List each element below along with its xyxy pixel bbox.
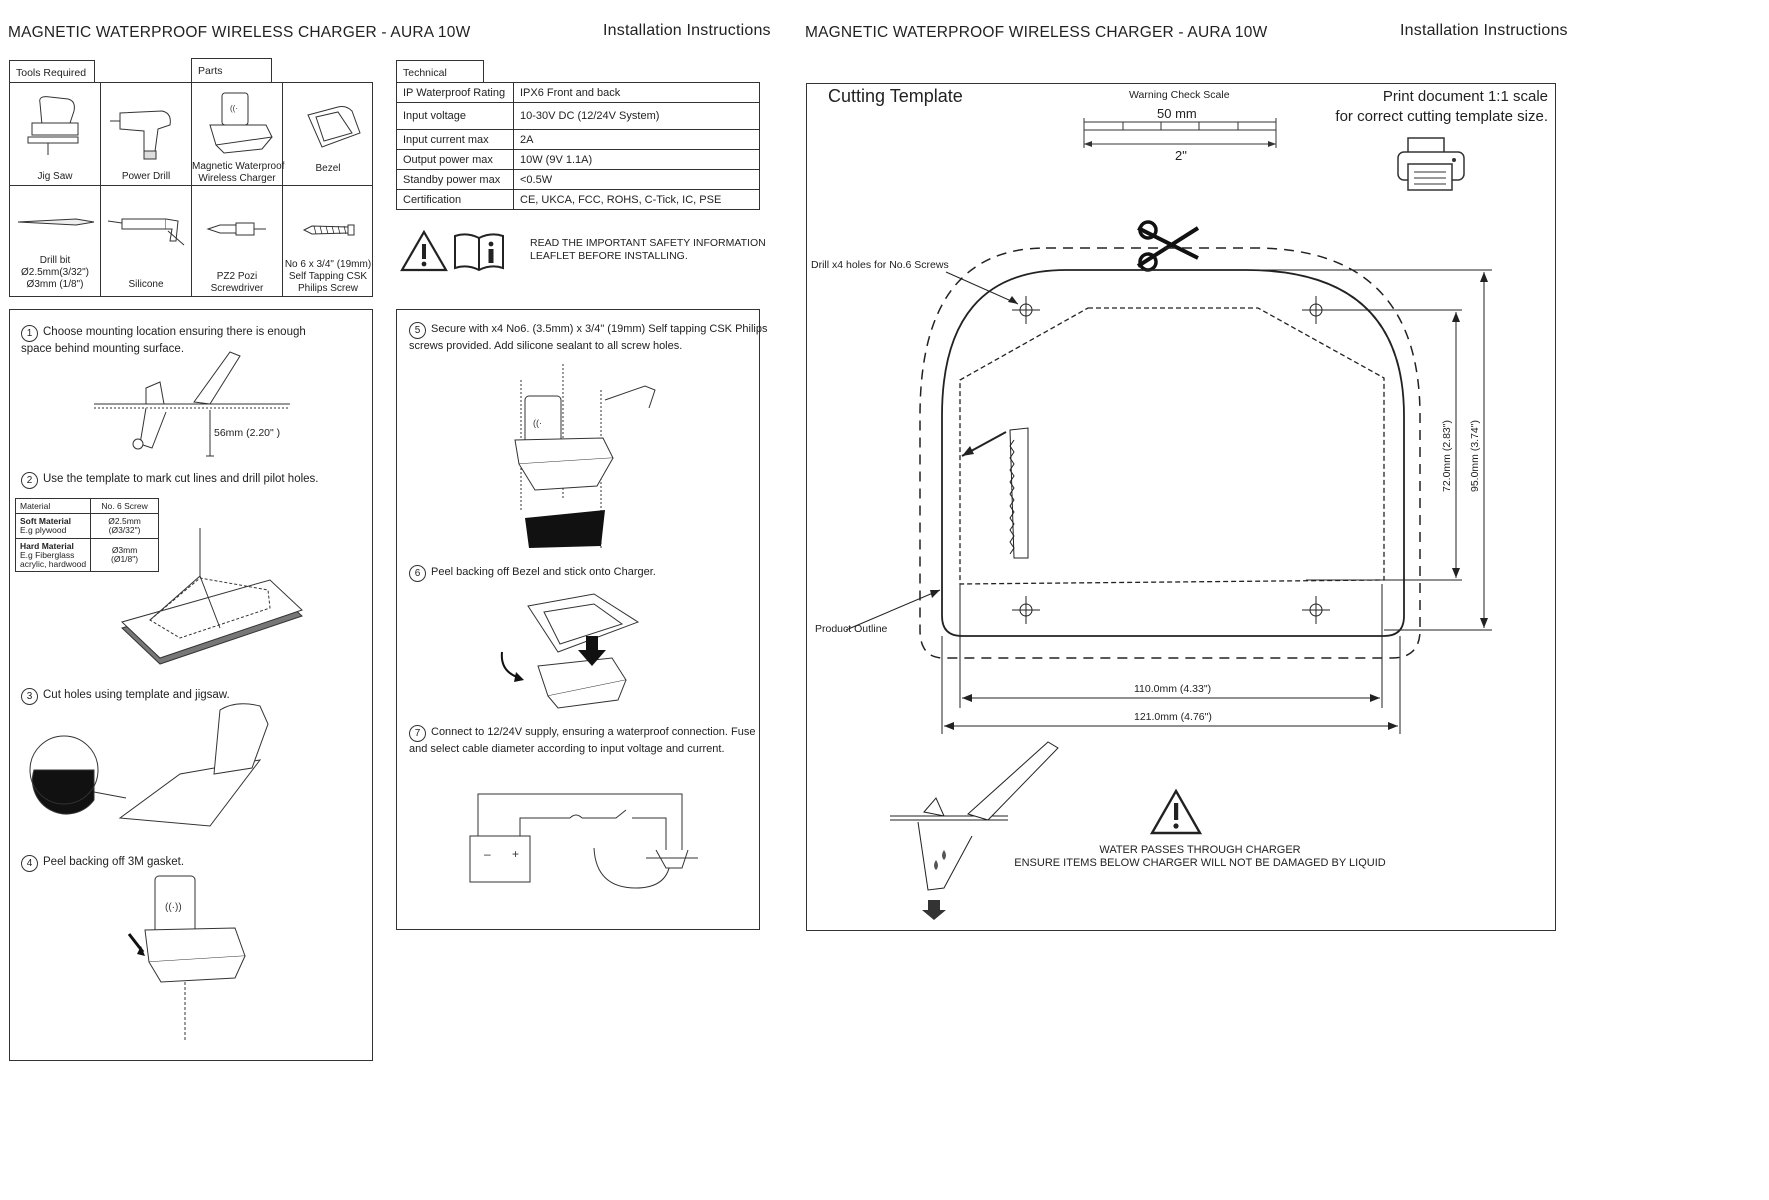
screwdriver-icon bbox=[206, 222, 266, 236]
part-label-charger: Magnetic Waterproof Wireless Charger bbox=[192, 161, 285, 184]
scale-50mm-label: 50 mm bbox=[1157, 106, 1197, 121]
warning-triangle-icon bbox=[400, 229, 448, 272]
left-doc-title: MAGNETIC WATERPROOF WIRELESS CHARGER - A… bbox=[8, 24, 471, 41]
jigsaw-cutting-illustration bbox=[29, 703, 269, 827]
safety-note: READ THE IMPORTANT SAFETY INFORMATION LE… bbox=[530, 237, 766, 262]
tool-label-screw: No 6 x 3/4" (19mm) Self Tapping CSK Phil… bbox=[284, 259, 372, 294]
cutting-template-title: Cutting Template bbox=[828, 86, 963, 106]
drill-holes-note: Drill x4 holes for No.6 Screws bbox=[811, 259, 949, 271]
info-book-icon bbox=[454, 233, 504, 272]
steps-right-panel bbox=[396, 309, 760, 930]
jigsaw-icon bbox=[27, 96, 79, 155]
tool-label-power-drill: Power Drill bbox=[121, 171, 171, 182]
tool-label-screwdriver: PZ2 Pozi Screwdriver bbox=[210, 271, 264, 294]
cutting-template-panel bbox=[806, 83, 1556, 931]
wiring-diagram: – + bbox=[469, 793, 698, 889]
bezel-attach-illustration bbox=[500, 593, 640, 709]
dim-inner-height: 72.0mm (2.83") bbox=[1441, 420, 1453, 493]
scissors-icon bbox=[1136, 220, 1200, 272]
svg-text:((·: ((· bbox=[533, 418, 542, 428]
gasket-illustration: ((·)) bbox=[127, 875, 246, 1040]
right-doc-title: MAGNETIC WATERPROOF WIRELESS CHARGER - A… bbox=[805, 24, 1268, 41]
charger-part-icon: ((· bbox=[209, 92, 273, 154]
screw-mounting-illustration: ((· bbox=[514, 364, 656, 550]
scale-ruler bbox=[1083, 118, 1277, 148]
print-scale-note: Print document 1:1 scale for correct cut… bbox=[1335, 88, 1548, 125]
bezel-icon bbox=[307, 106, 361, 148]
dim-inner-width: 110.0mm (4.33") bbox=[1134, 683, 1212, 695]
cutting-template-drawing bbox=[845, 220, 1492, 734]
mounting-depth-illustration bbox=[94, 351, 290, 457]
drill-bit-icon bbox=[17, 218, 95, 226]
svg-text:–: – bbox=[484, 847, 491, 861]
water-flow-illustration bbox=[890, 741, 1059, 920]
technical-tab: Technical bbox=[396, 60, 484, 83]
product-outline-label: Product Outline bbox=[815, 623, 888, 635]
svg-text:+: + bbox=[512, 847, 519, 861]
dim-outer-height: 95.0mm (3.74") bbox=[1469, 420, 1481, 493]
scale-title: Warning Check Scale bbox=[1129, 89, 1230, 101]
jigsaw-blade-icon bbox=[961, 427, 1029, 559]
silicone-gun-icon bbox=[107, 218, 185, 246]
table-row: Standby power max<0.5W bbox=[396, 169, 760, 190]
water-warning-triangle-icon bbox=[1149, 788, 1203, 835]
svg-text:((·: ((· bbox=[230, 104, 238, 113]
right-doc-subtitle: Installation Instructions bbox=[1400, 22, 1568, 39]
dim-outer-width: 121.0mm (4.76") bbox=[1134, 711, 1212, 723]
scale-2in-label: 2" bbox=[1175, 148, 1187, 163]
step-1-dimension: 56mm (2.20" ) bbox=[214, 427, 281, 439]
tools-parts-grid: Jig Saw Power Drill ((· Magnetic Waterpr… bbox=[9, 82, 373, 297]
parts-tab: Parts bbox=[191, 58, 272, 83]
part-label-bezel: Bezel bbox=[315, 163, 341, 174]
screw-icon bbox=[302, 224, 355, 236]
left-doc-subtitle: Installation Instructions bbox=[603, 22, 771, 39]
printer-icon bbox=[1397, 137, 1465, 191]
water-warning-text: WATER PASSES THROUGH CHARGER ENSURE ITEM… bbox=[1014, 844, 1386, 869]
svg-text:((·)): ((·)) bbox=[165, 902, 182, 913]
tools-tab: Tools Required bbox=[9, 60, 95, 83]
tool-label-jigsaw: Jig Saw bbox=[37, 171, 73, 182]
tool-label-silicone: Silicone bbox=[128, 279, 164, 290]
template-marking-illustration bbox=[121, 528, 303, 665]
steps-left-panel bbox=[9, 309, 373, 1061]
tool-label-drill-bit: Drill bit Ø2.5mm(3/32") Ø3mm (1/8") bbox=[20, 255, 89, 290]
power-drill-icon bbox=[110, 110, 171, 160]
